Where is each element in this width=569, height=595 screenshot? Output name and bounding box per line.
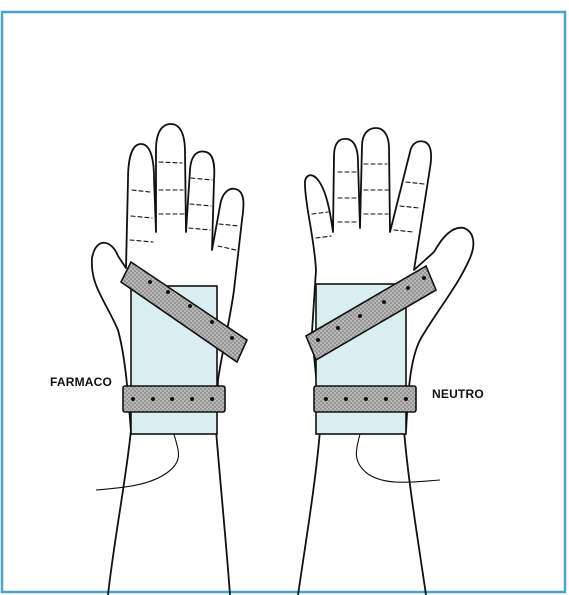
label-neutro: NEUTRO (432, 387, 484, 401)
label-farmaco: FARMACO (50, 375, 112, 389)
figure-frame (2, 12, 565, 592)
